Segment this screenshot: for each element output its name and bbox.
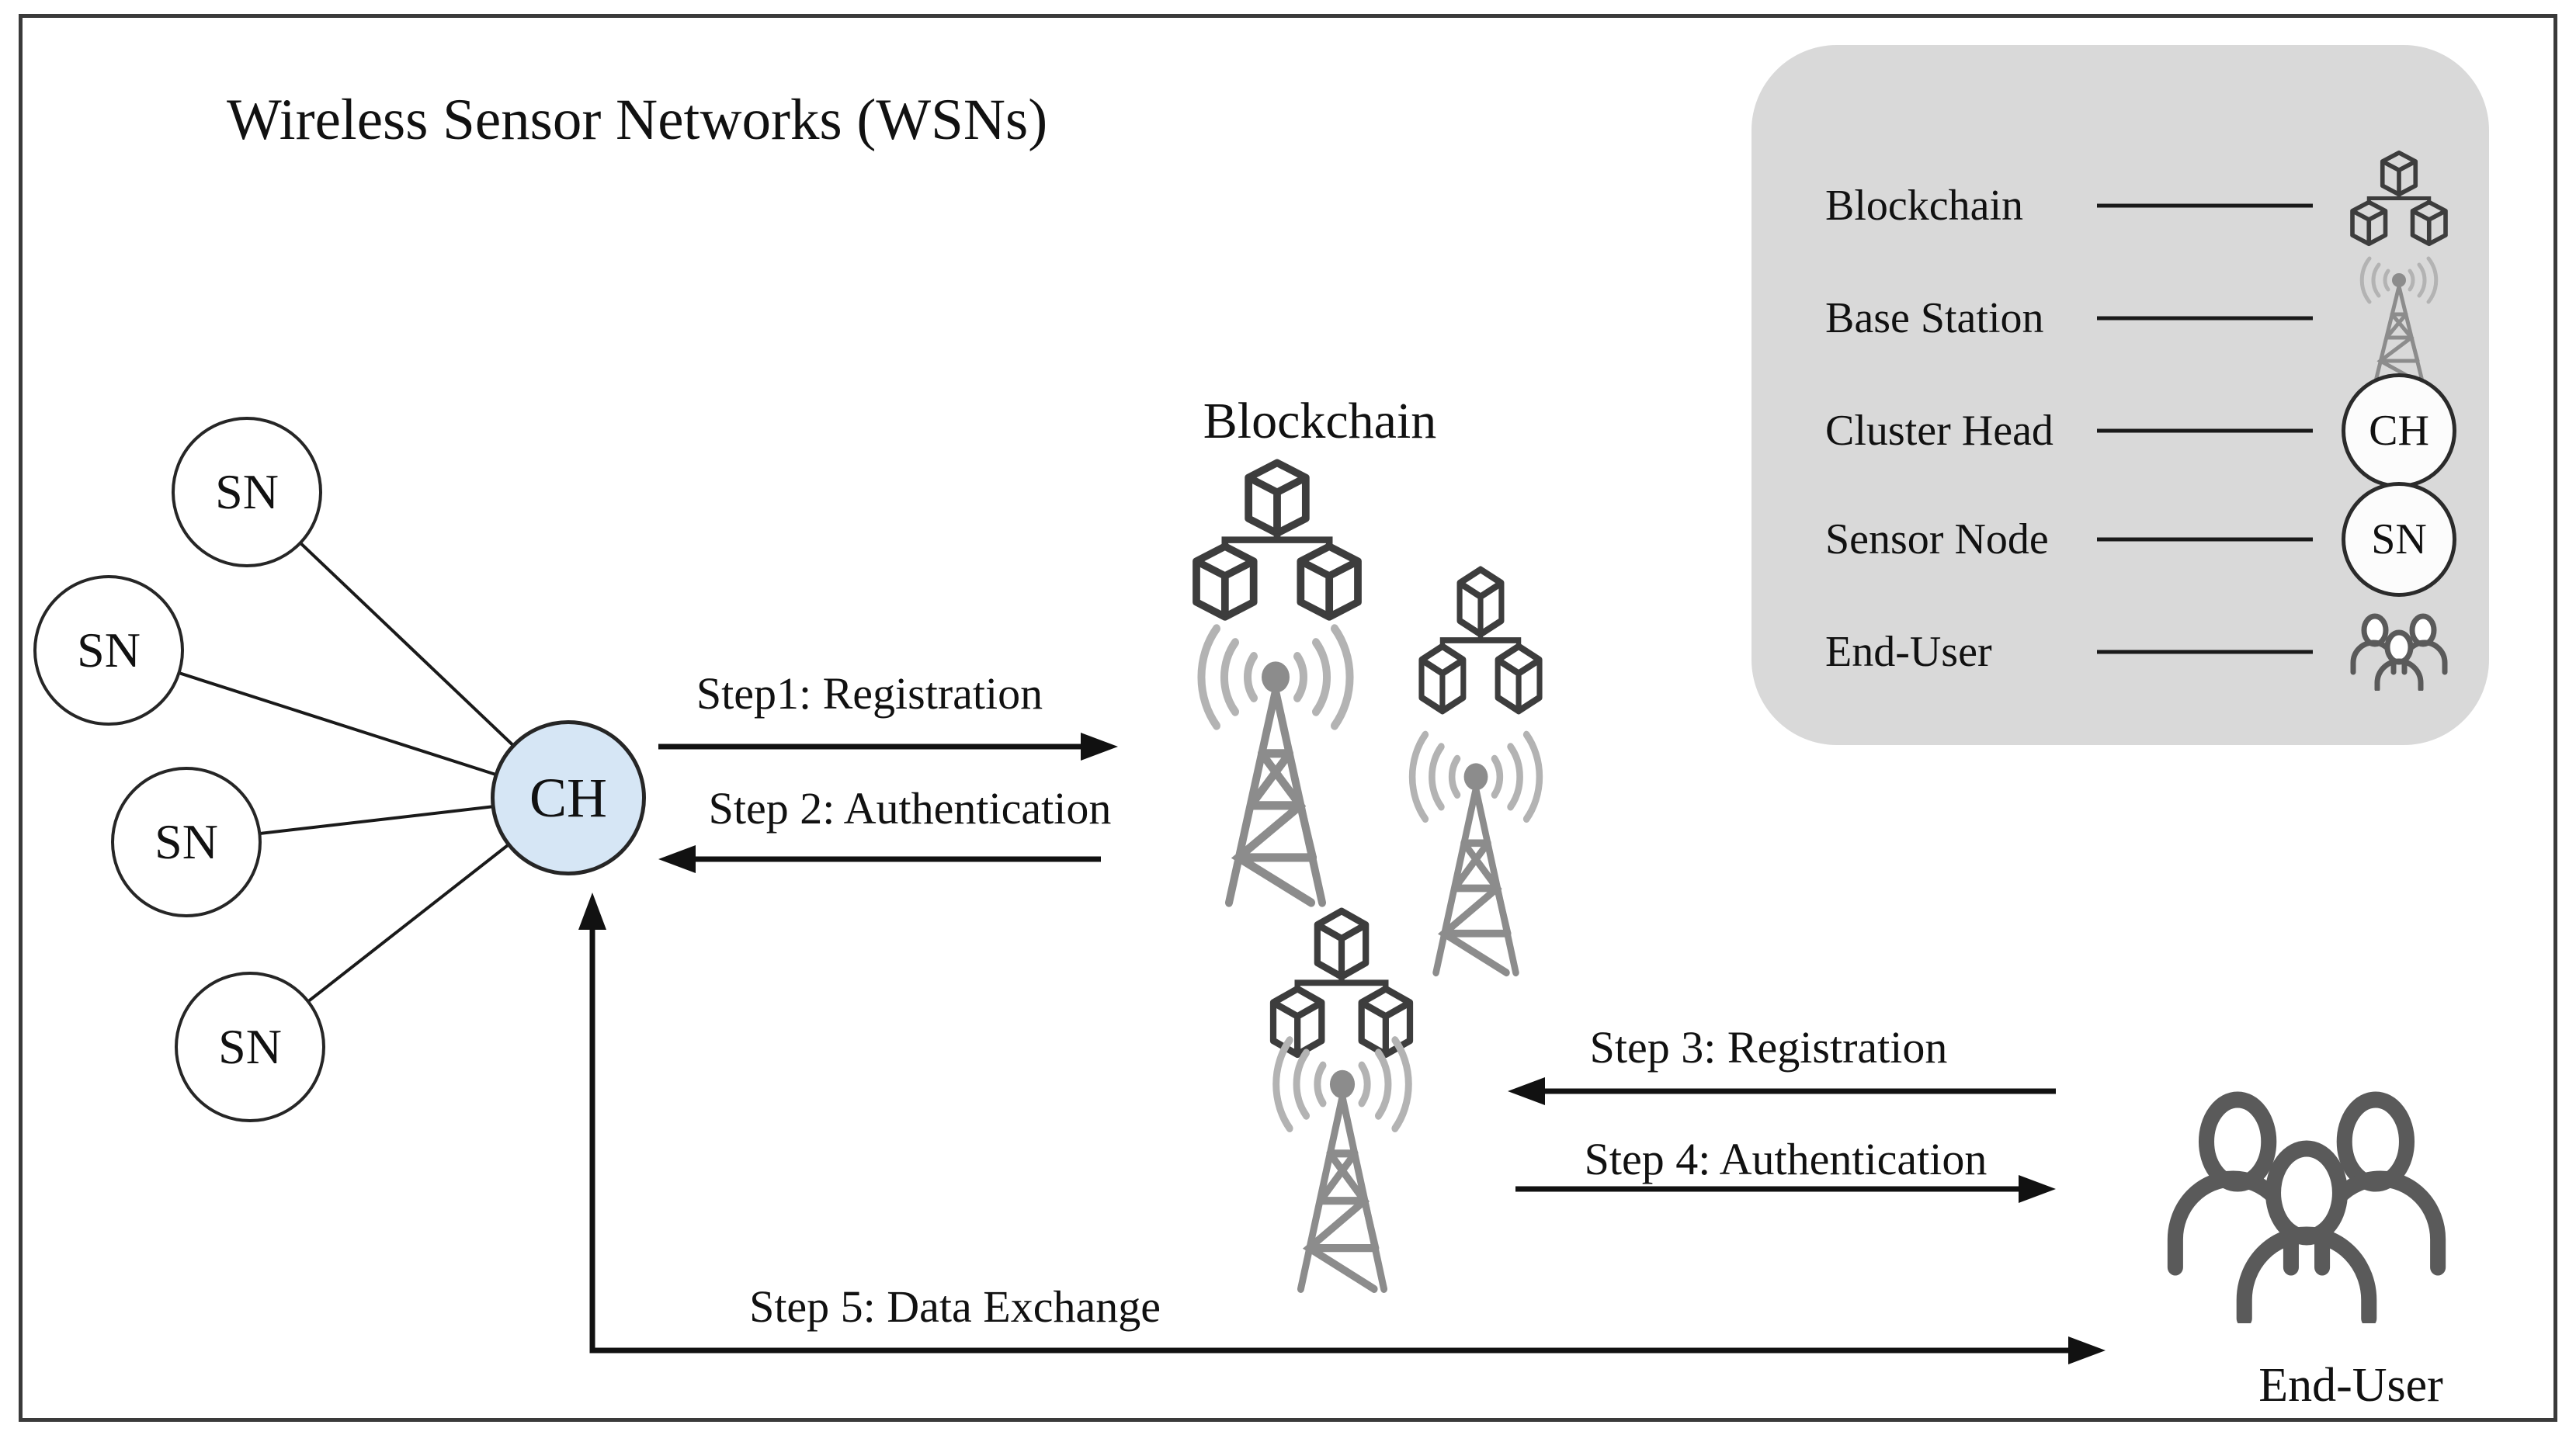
step1-label: Step1: Registration xyxy=(696,668,1043,719)
base-station-icon xyxy=(1383,723,1569,979)
legend-label-base-station: Base Station xyxy=(1825,294,2044,342)
step3-arrow xyxy=(1508,1077,2056,1105)
base-station-icon xyxy=(2345,252,2453,384)
sensor-node: SN xyxy=(33,575,184,726)
legend-label-end-user: End-User xyxy=(1825,628,1992,676)
sensor-node-label: SN xyxy=(215,464,279,519)
cluster-head-node: CH xyxy=(491,720,646,875)
sensor-node-label: SN xyxy=(218,1019,282,1074)
sensor-node-label: SN xyxy=(77,622,141,678)
legend-label-blockchain: Blockchain xyxy=(1825,182,2024,230)
step5-label: Step 5: Data Exchange xyxy=(749,1281,1161,1332)
step5-arrow xyxy=(578,893,2106,1364)
sensor-node-icon: SN xyxy=(2342,482,2456,597)
base-station-icon xyxy=(1245,1028,1439,1295)
step2-arrow xyxy=(658,845,1101,873)
sensor-node: SN xyxy=(111,767,262,917)
step-arrows xyxy=(578,733,2106,1364)
step2-label: Step 2: Authentication xyxy=(708,783,1112,834)
step3-label: Step 3: Registration xyxy=(1589,1022,1948,1073)
step4-arrow xyxy=(1515,1175,2056,1203)
blockchain-title: Blockchain xyxy=(1203,393,1437,449)
cluster-head-icon: CH xyxy=(2342,373,2456,488)
step1-arrow xyxy=(658,733,1118,761)
end-user-icon xyxy=(2341,613,2457,691)
sensor-node-label: SN xyxy=(154,814,218,869)
figure-title: Wireless Sensor Networks (WSNs) xyxy=(227,88,1048,152)
legend-panel: Blockchain Base Station Cluster Head CH … xyxy=(1751,45,2489,745)
cluster-head-icon-label: CH xyxy=(2369,407,2429,455)
base-station-icon xyxy=(1167,615,1384,910)
sensor-node: SN xyxy=(175,972,325,1122)
blockchain-cubes-icon xyxy=(1407,565,1554,740)
cluster-head-label: CH xyxy=(529,766,608,829)
step4-label: Step 4: Authentication xyxy=(1584,1134,1988,1184)
legend-connector-line xyxy=(2097,650,2313,654)
legend-connector-line xyxy=(2097,203,2313,208)
sensor-node: SN xyxy=(172,417,322,567)
legend-connector-line xyxy=(2097,316,2313,321)
end-user-title: End-User xyxy=(2258,1359,2443,1412)
blockchain-cubes-icon xyxy=(2341,150,2457,262)
legend-label-sensor-node: Sensor Node xyxy=(1825,515,2049,563)
legend-label-cluster-head: Cluster Head xyxy=(1825,407,2054,455)
legend-connector-line xyxy=(2097,537,2313,542)
end-user-icon xyxy=(2140,1090,2474,1323)
sensor-node-icon-label: SN xyxy=(2371,515,2427,563)
legend-connector-line xyxy=(2097,428,2313,433)
